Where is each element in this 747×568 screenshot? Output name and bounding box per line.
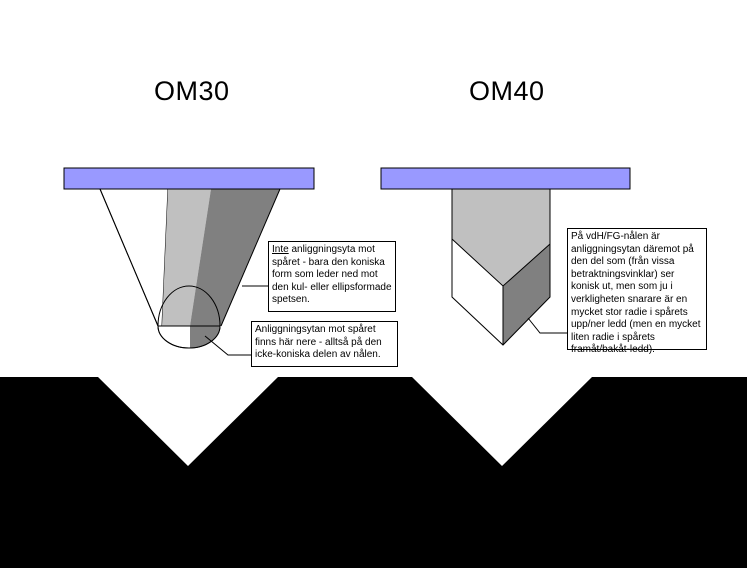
om40-tip-white-face (452, 239, 503, 345)
om30-stylus (63, 167, 315, 356)
om30-lower-note-text: Anliggningsytan mot spåret finns här ner… (255, 324, 382, 361)
om40-note: På vdH/FG-nålen är anliggningsytan därem… (567, 228, 707, 355)
om40-tip-dark-face (503, 244, 550, 345)
om30-lower-note-leader (204, 335, 252, 356)
om30-cone-white-face (99, 188, 169, 327)
om40-title: OM40 (469, 76, 545, 106)
om40-note-leader (527, 317, 567, 334)
om30-upper-note-emphasis: Inte (272, 244, 289, 255)
om30-lower-note: Anliggningsytan mot spåret finns här ner… (251, 321, 398, 367)
om30-cone-dark-face (190, 189, 280, 326)
om30-cone-edge-right (220, 188, 281, 327)
om40-shank-light (452, 189, 550, 286)
om30-title: OM30 (154, 76, 230, 106)
om30-tip-lower-outline (157, 325, 221, 349)
om30-cone-light-face (162, 189, 211, 326)
om40-note-text: På vdH/FG-nålen är anliggningsytan därem… (571, 231, 701, 356)
om40-mount-plate (380, 167, 631, 190)
om30-cone-edge-left (99, 188, 159, 327)
om30-upper-note: Inte anliggningsyta mot spåret - bara de… (268, 241, 396, 312)
om30-tip-upper-outline (157, 285, 221, 327)
record-groove-surface (0, 377, 747, 568)
om30-mount-plate (63, 167, 315, 190)
om30-upper-note-text: anliggningsyta mot spåret - bara den kon… (272, 244, 392, 306)
om30-tip-lower-dark (190, 326, 221, 348)
om40-stylus (380, 167, 631, 346)
